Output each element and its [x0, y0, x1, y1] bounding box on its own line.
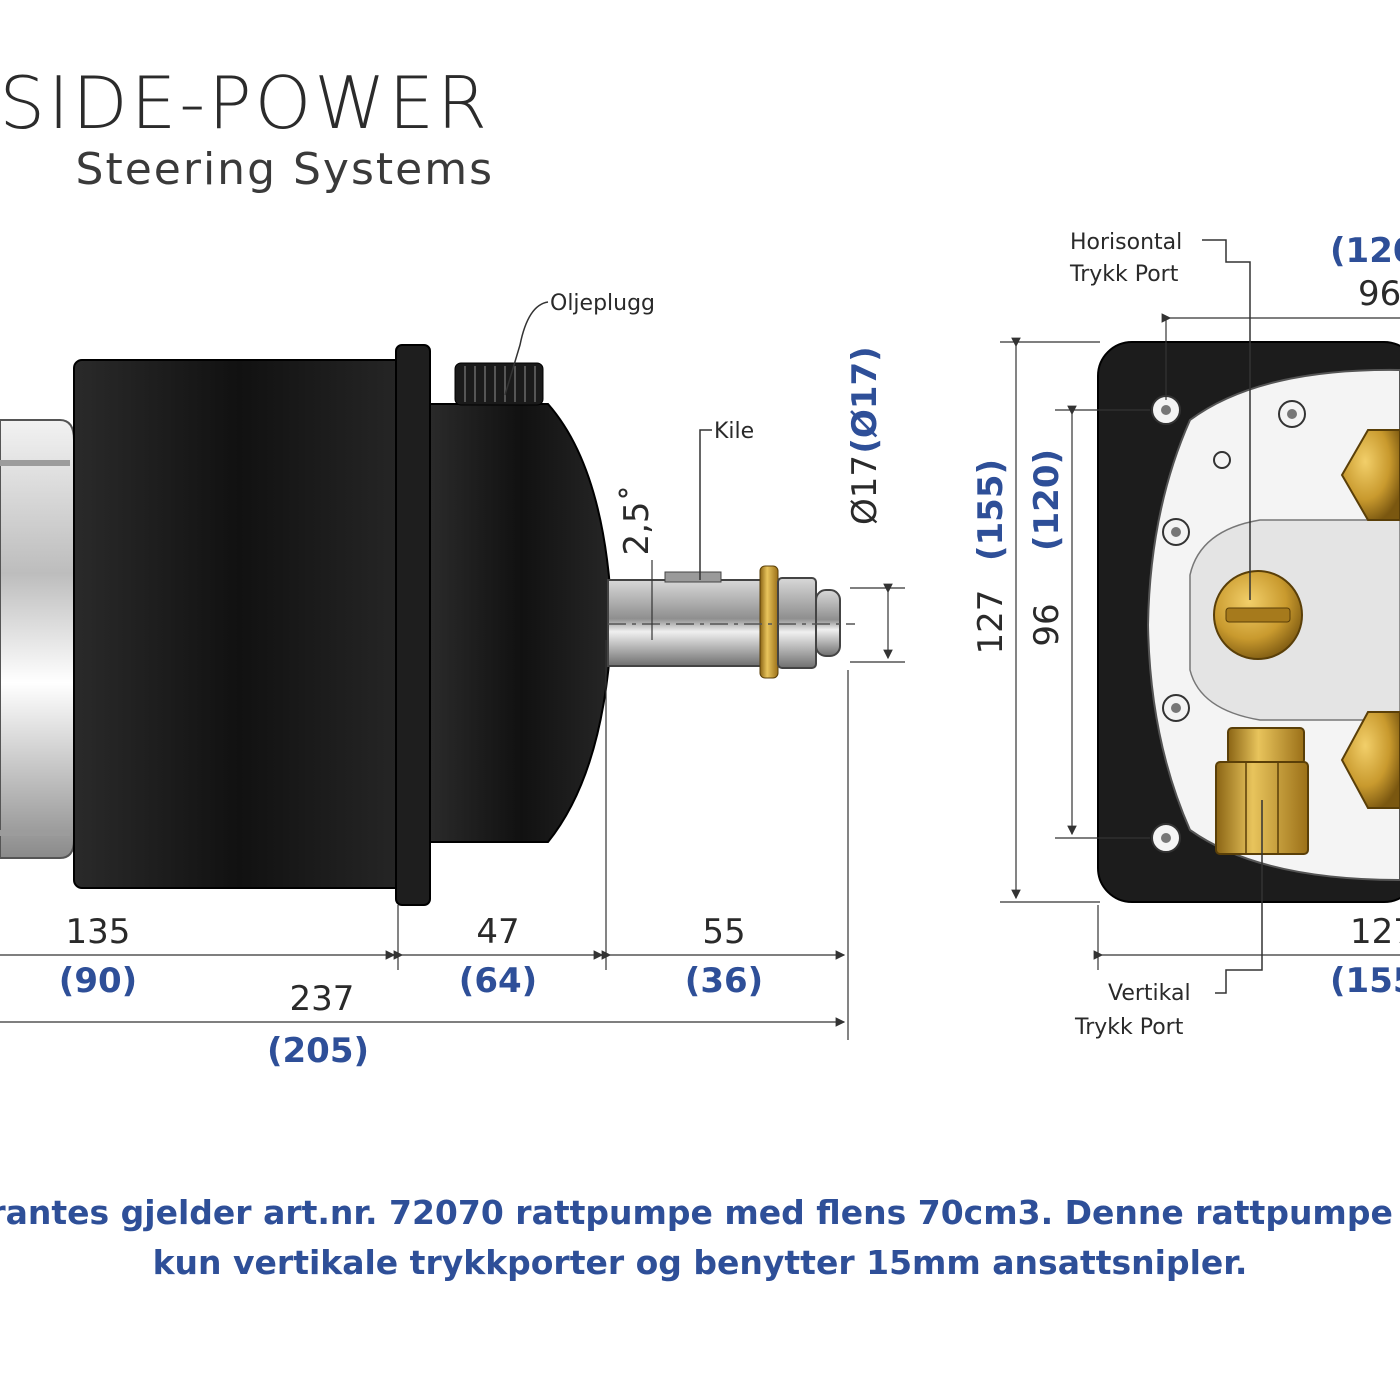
dim-height-outer-alt: (155): [971, 459, 1011, 561]
logo-title-text: SIDE-POWER: [0, 62, 490, 144]
vertical-port-label-2: Trykk Port: [1074, 1015, 1184, 1040]
front-cover: [429, 403, 614, 843]
dim-total-alt: (205): [267, 1031, 369, 1071]
brass-nut-top: [1340, 429, 1400, 521]
shaft-key: [664, 571, 722, 583]
dim-top: 96: [1358, 274, 1400, 314]
main-housing: [73, 359, 405, 889]
shaft-diameter-label: Ø17: [845, 455, 885, 525]
cover-screw-4: [1213, 451, 1231, 469]
vertical-port-fitting-collar: [1227, 727, 1305, 765]
brass-nut-bottom: [1340, 711, 1400, 809]
brass-plug-center: [1213, 570, 1303, 660]
shaft-nut: [777, 577, 817, 669]
horizontal-port-label-2: Trykk Port: [1069, 262, 1179, 287]
oil-plug: [454, 362, 544, 406]
dim-body: 135: [66, 912, 131, 952]
dim-body-alt: (90): [59, 961, 137, 1001]
taper-angle-label: 2,5˚: [617, 484, 657, 555]
key-label: Kile: [714, 419, 754, 444]
product-note-line-1: Garantes gjelder art.nr. 72070 rattpumpe…: [0, 1193, 1400, 1232]
dim-total: 237: [290, 979, 355, 1019]
rear-body: [0, 419, 75, 859]
dim-top-alt: (120): [1330, 231, 1400, 271]
oil-plug-label: Oljeplugg: [550, 291, 655, 316]
flange: [395, 344, 431, 906]
logo-title: SIDE-POWER: [0, 62, 500, 144]
shaft-diameter-alt-label: (Ø17): [845, 346, 885, 453]
dim-height-outer: 127: [971, 590, 1011, 655]
dim-hub: 47: [476, 912, 519, 952]
brass-washer: [759, 565, 779, 679]
logo-subtitle-text: Steering Systems: [75, 144, 494, 195]
product-note-line-2: kun vertikale trykkporter og benytter 15…: [152, 1243, 1248, 1282]
vertical-port-label-1: Vertikal: [1108, 981, 1191, 1006]
side-view: Oljeplugg Kile 2,5˚ Ø17 (Ø17) 135 (90) 4…: [0, 291, 905, 1071]
dim-hub-alt: (64): [459, 961, 537, 1001]
product-note: Garantes gjelder art.nr. 72070 rattpumpe…: [0, 1188, 1400, 1288]
dim-bottom: 127: [1350, 912, 1400, 952]
horizontal-port-label-1: Horisontal: [1070, 230, 1182, 255]
dim-shaft-alt: (36): [685, 961, 763, 1001]
front-view: Horisontal Trykk Port Vertikal Trykk Por…: [971, 230, 1400, 1040]
logo-subtitle: Steering Systems: [0, 140, 500, 200]
dim-shaft: 55: [702, 912, 745, 952]
dim-height-inner-alt: (120): [1027, 449, 1067, 551]
shaft: [607, 579, 769, 667]
dim-bottom-alt: (155): [1330, 961, 1400, 1001]
dim-height-inner: 96: [1027, 603, 1067, 646]
